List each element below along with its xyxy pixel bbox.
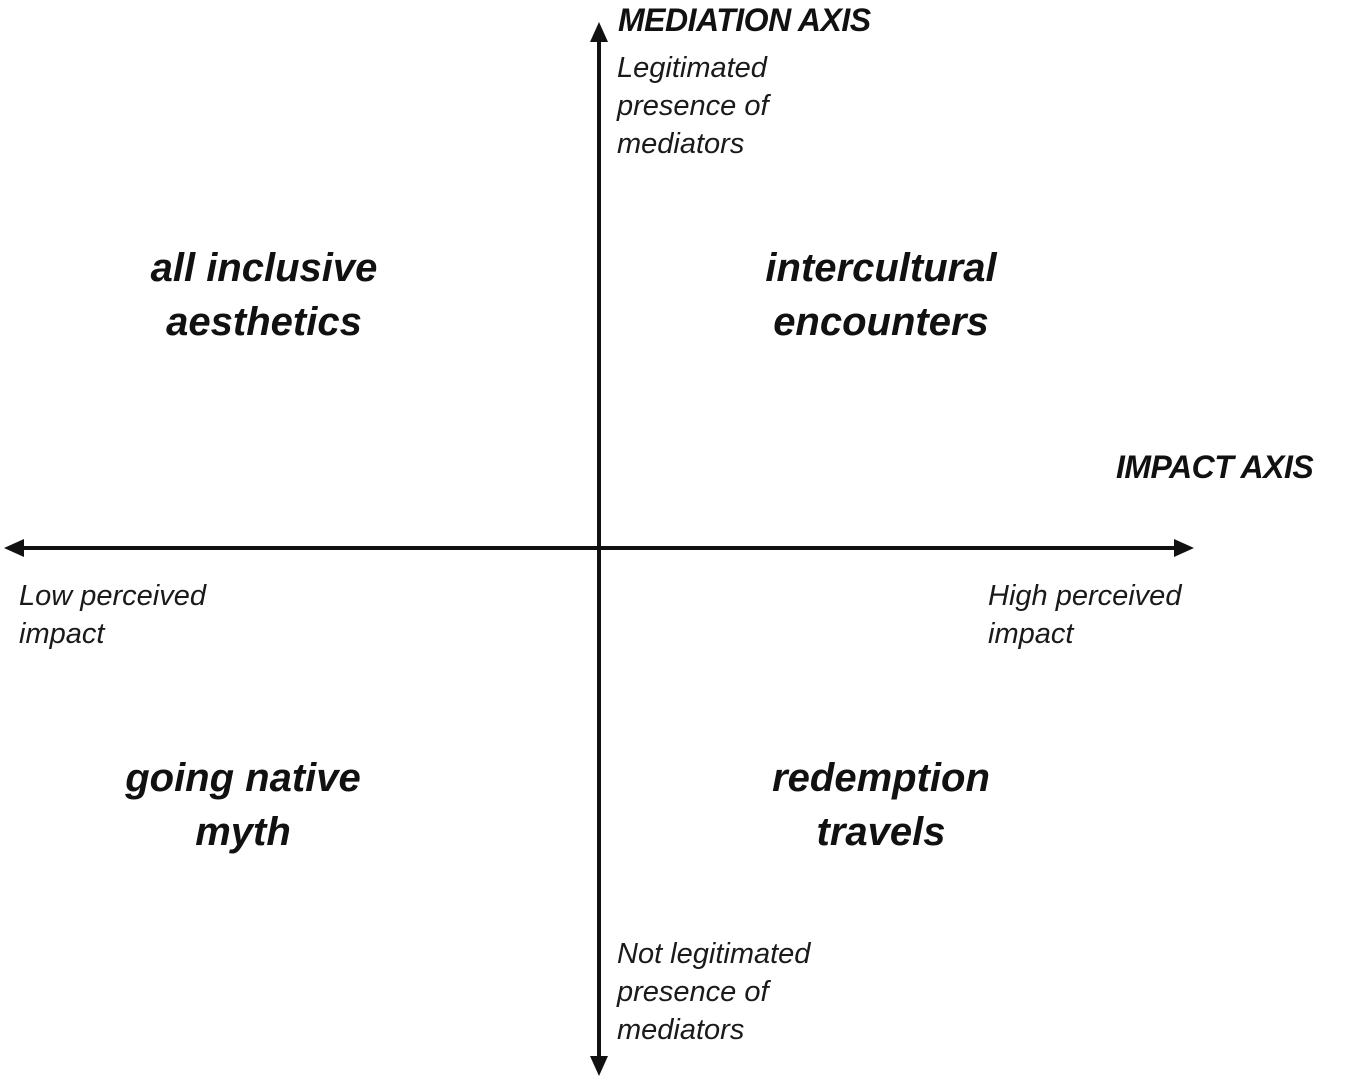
quadrant-bottom-right-label: redemption travels — [772, 756, 990, 854]
quadrant-bottom-left-label: going native myth — [125, 756, 361, 854]
mediation-axis-top-label: Legitimated presence of mediators — [617, 52, 769, 160]
mediation-axis-title: MEDIATION AXIS — [618, 2, 871, 38]
mediation-axis-arrow-up — [590, 22, 608, 42]
impact-axis-arrow-left — [4, 539, 24, 557]
impact-axis-title: IMPACT AXIS — [1116, 449, 1314, 485]
impact-axis-left-label: Low perceived impact — [19, 580, 206, 650]
quadrant-top-right-label: intercultural encounters — [765, 246, 997, 344]
mediation-axis-bottom-label: Not legitimated presence of mediators — [617, 938, 811, 1046]
quadrant-top-left-label: all inclusive aesthetics — [150, 246, 378, 344]
impact-axis-arrow-right — [1174, 539, 1194, 557]
mediation-axis-arrow-down — [590, 1056, 608, 1076]
impact-axis-right-label: High perceived impact — [988, 580, 1182, 650]
